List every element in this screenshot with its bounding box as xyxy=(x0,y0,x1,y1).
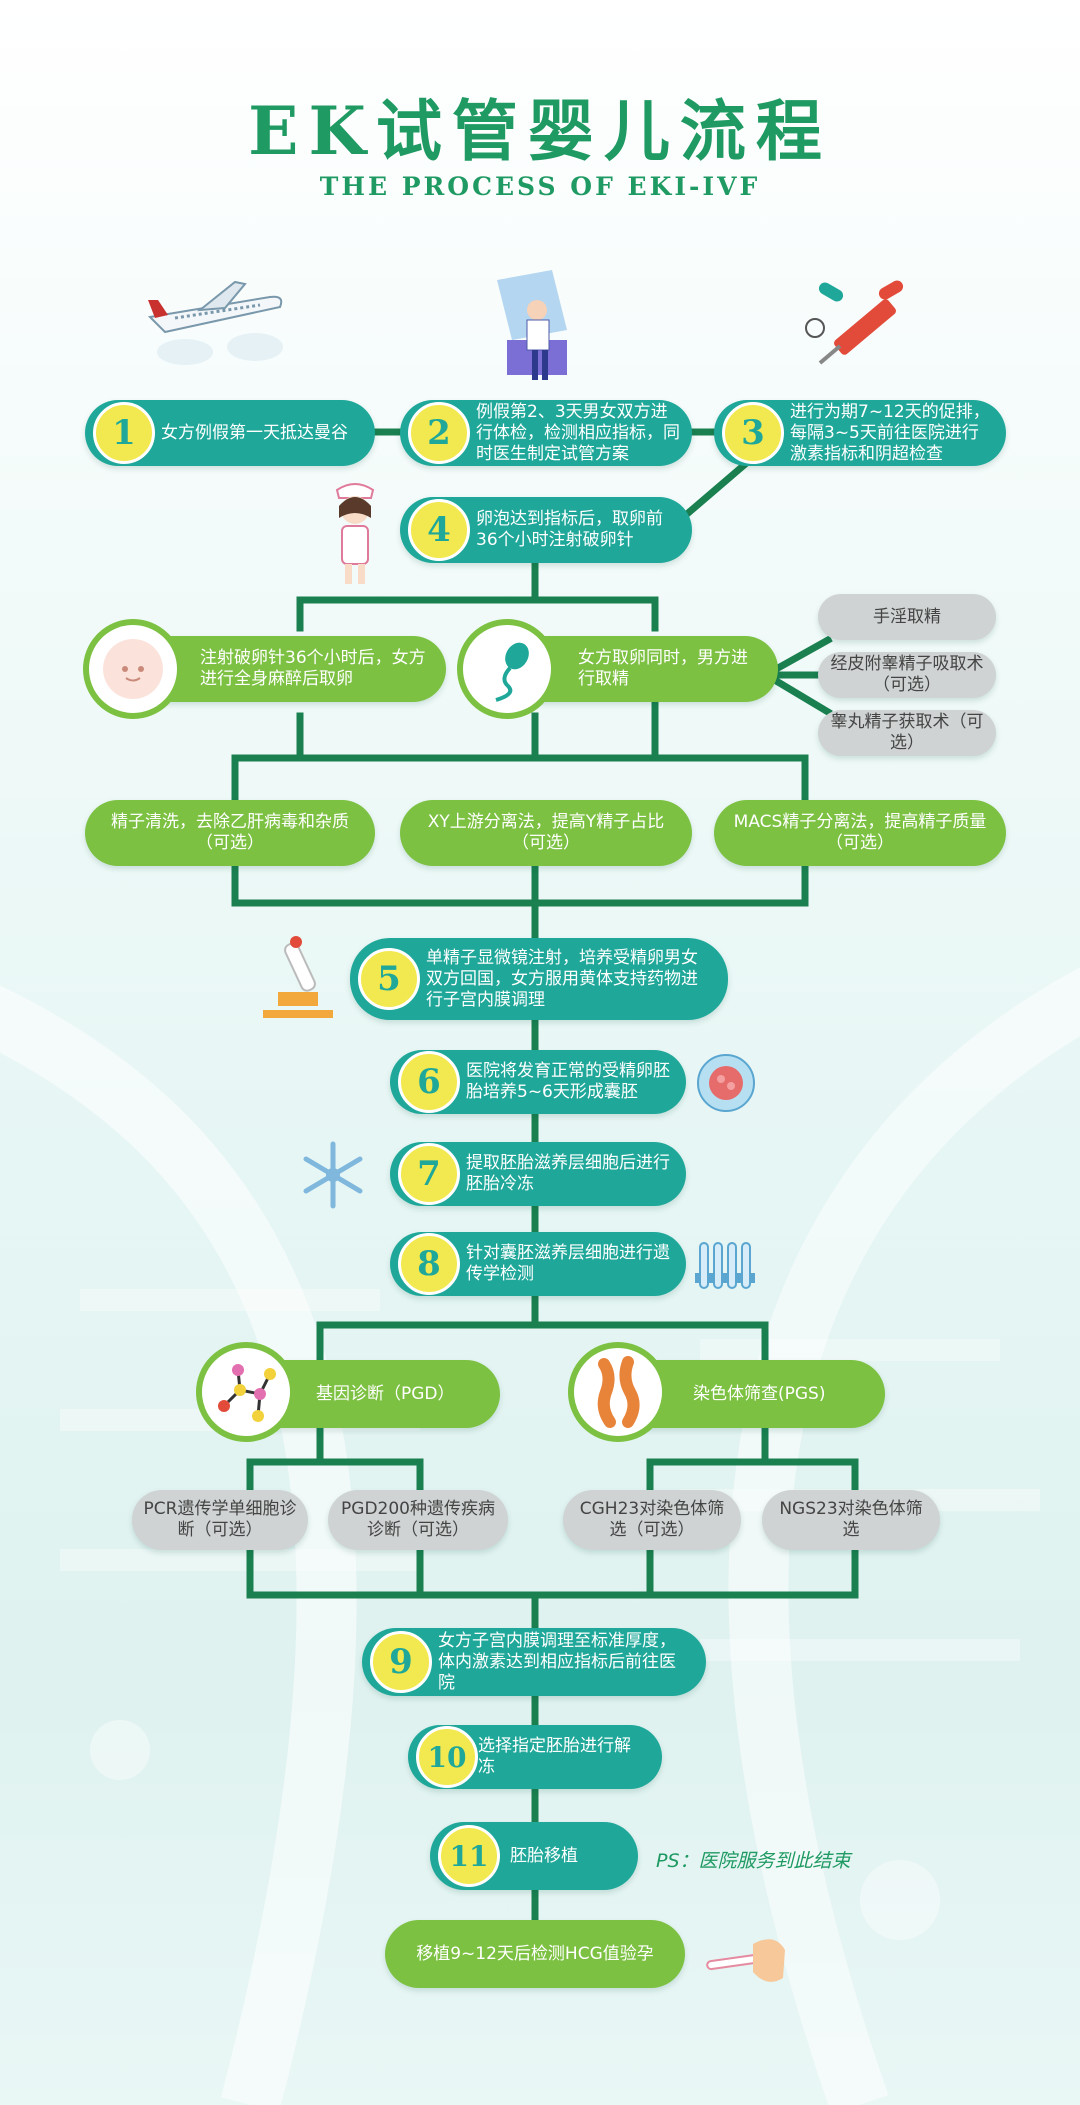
step-number-1: 1 xyxy=(93,402,155,464)
sperm-processing-3-text: MACS精子分离法，提高精子质量（可选） xyxy=(733,812,987,853)
egg-retrieval-text: 注射破卵针36个小时后，女方进行全身麻醉后取卵 xyxy=(200,648,426,689)
step-2: 2 例假第2、3天男女双方进行体检，检测相应指标，同时医生制定试管方案 xyxy=(400,400,692,466)
step-5-text: 单精子显微镜注射，培养受精卵男女双方回国，女方服用黄体支持药物进行子宫内膜调理 xyxy=(426,947,698,1010)
sperm-processing-1-text: 精子清洗，去除乙肝病毒和杂质（可选） xyxy=(111,812,349,853)
pgd-option-1-text: PCR遗传学单细胞诊断（可选） xyxy=(143,1499,297,1540)
sperm-processing-2-text: XY上游分离法，提高Y精子占比（可选） xyxy=(427,812,665,853)
sperm-method-1-text: 手淫取精 xyxy=(873,606,941,627)
pgs-text: 染色体筛查(PGS) xyxy=(693,1383,826,1404)
page-title: EK试管婴儿流程 xyxy=(248,92,832,170)
sperm-processing-3: MACS精子分离法，提高精子质量（可选） xyxy=(714,800,1006,866)
step-9-text: 女方子宫内膜调理至标准厚度，体内激素达到相应指标后前往医院 xyxy=(438,1630,676,1693)
chromosome-icon xyxy=(597,1356,640,1428)
pgs-circle xyxy=(568,1342,668,1442)
ps-note: PS：医院服务到此结束 xyxy=(656,1850,851,1872)
sperm-circle xyxy=(457,619,557,719)
sperm-icon xyxy=(495,642,529,702)
sperm-method-3-text: 睾丸精子获取术（可选） xyxy=(830,712,984,753)
blastocyst-icon xyxy=(697,1054,755,1112)
snowflake-icon xyxy=(303,1141,363,1209)
step-6: 6 医院将发育正常的受精卵胚胎培养5~6天形成囊胚 xyxy=(390,1050,686,1114)
step-number-7: 7 xyxy=(398,1143,460,1205)
step-1-text: 女方例假第一天抵达曼谷 xyxy=(161,422,348,443)
final-step-text: 移植9~12天后检测HCG值验孕 xyxy=(416,1943,654,1964)
step-number-10: 10 xyxy=(416,1726,478,1788)
test-tubes-icon xyxy=(695,1242,755,1289)
step-1: 1 女方例假第一天抵达曼谷 xyxy=(85,400,375,466)
step-11-text: 胚胎移植 xyxy=(510,1845,578,1866)
step-4: 4 卵泡达到指标后，取卵前36个小时注射破卵针 xyxy=(400,497,692,563)
step-5: 5 单精子显微镜注射，培养受精卵男女双方回国，女方服用黄体支持药物进行子宫内膜调… xyxy=(350,938,728,1020)
sperm-processing-1: 精子清洗，去除乙肝病毒和杂质（可选） xyxy=(85,800,375,866)
page-subtitle: THE PROCESS OF EKI-IVF xyxy=(319,172,761,201)
step-10: 10 选择指定胚胎进行解冻 xyxy=(408,1725,662,1789)
egg-cell-icon xyxy=(103,639,163,699)
step-2-text: 例假第2、3天男女双方进行体检，检测相应指标，同时医生制定试管方案 xyxy=(476,401,680,464)
sperm-method-1: 手淫取精 xyxy=(818,594,996,640)
step-4-text: 卵泡达到指标后，取卵前36个小时注射破卵针 xyxy=(476,509,663,550)
pgd-option-2-text: PGD200种遗传疾病诊断（可选） xyxy=(341,1499,495,1540)
step-number-2: 2 xyxy=(408,402,470,464)
pgs-option-1: CGH23对染色体筛选（可选） xyxy=(563,1490,741,1550)
step-9: 9 女方子宫内膜调理至标准厚度，体内激素达到相应指标后前往医院 xyxy=(362,1628,706,1696)
step-number-8: 8 xyxy=(398,1233,460,1295)
step-11: 11 胚胎移植 xyxy=(430,1822,638,1890)
sperm-method-3: 睾丸精子获取术（可选） xyxy=(818,710,996,756)
pgd-text: 基因诊断（PGD） xyxy=(316,1383,455,1404)
step-3-text: 进行为期7~12天的促排，每隔3~5天前往医院进行激素指标和阴超检查 xyxy=(790,401,990,464)
pgs-option-2-text: NGS23对染色体筛选 xyxy=(779,1499,923,1540)
step-8-text: 针对囊胚滋养层细胞进行遗传学检测 xyxy=(466,1243,670,1284)
doctor-lab-icon xyxy=(497,270,567,380)
egg-circle xyxy=(83,619,183,719)
airplane-icon xyxy=(147,280,283,365)
step-number-9: 9 xyxy=(370,1631,432,1693)
step-number-6: 6 xyxy=(398,1051,460,1113)
step-number-3: 3 xyxy=(722,402,784,464)
sperm-collection-text: 女方取卵同时，男方进行取精 xyxy=(578,648,748,689)
hand-pregnancy-test-icon xyxy=(706,1939,785,1982)
sperm-method-2-text: 经皮附睾精子吸取术（可选） xyxy=(830,654,984,695)
nurse-icon xyxy=(335,483,375,584)
sperm-processing-2: XY上游分离法，提高Y精子占比（可选） xyxy=(400,800,692,866)
pgd-circle xyxy=(196,1342,296,1442)
step-7: 7 提取胚胎滋养层细胞后进行胚胎冷冻 xyxy=(390,1142,686,1206)
step-7-text: 提取胚胎滋养层细胞后进行胚胎冷冻 xyxy=(466,1153,670,1194)
microscope-icon xyxy=(263,936,333,1018)
step-3: 3 进行为期7~12天的促排，每隔3~5天前往医院进行激素指标和阴超检查 xyxy=(714,400,1006,466)
step-number-11: 11 xyxy=(438,1825,500,1887)
molecule-icon xyxy=(218,1364,276,1422)
final-step: 移植9~12天后检测HCG值验孕 xyxy=(385,1920,685,1988)
step-number-5: 5 xyxy=(358,948,420,1010)
step-8: 8 针对囊胚滋养层细胞进行遗传学检测 xyxy=(390,1232,686,1296)
step-number-4: 4 xyxy=(408,499,470,561)
pgs-option-2: NGS23对染色体筛选 xyxy=(762,1490,940,1550)
pgd-option-1: PCR遗传学单细胞诊断（可选） xyxy=(132,1490,308,1550)
step-6-text: 医院将发育正常的受精卵胚胎培养5~6天形成囊胚 xyxy=(466,1061,670,1102)
syringe-pills-icon xyxy=(805,280,904,365)
step-10-text: 选择指定胚胎进行解冻 xyxy=(478,1736,631,1777)
sperm-method-2: 经皮附睾精子吸取术（可选） xyxy=(818,652,996,698)
pgd-option-2: PGD200种遗传疾病诊断（可选） xyxy=(328,1490,508,1550)
pgs-option-1-text: CGH23对染色体筛选（可选） xyxy=(579,1499,725,1540)
